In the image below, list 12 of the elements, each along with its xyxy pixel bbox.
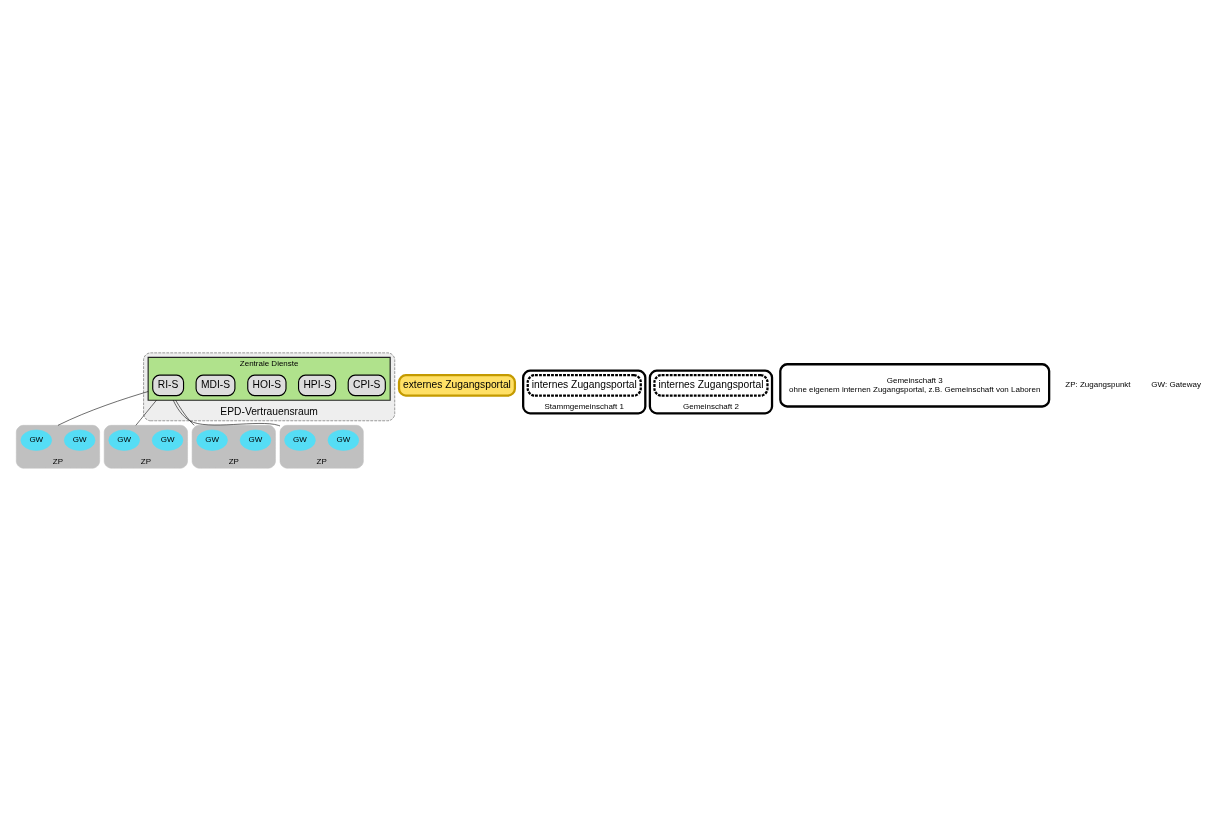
node-box: internes Zugangsportal bbox=[653, 373, 769, 397]
node-box: MDI-S bbox=[195, 374, 236, 397]
connector bbox=[172, 399, 281, 427]
node-box: CPI-S bbox=[347, 374, 386, 397]
connector bbox=[57, 391, 149, 426]
node-box: internes Zugangsportal bbox=[526, 373, 642, 397]
node-box: externes Zugangsportal bbox=[397, 373, 517, 397]
connector bbox=[175, 399, 195, 426]
node-box: HPI-S bbox=[298, 374, 337, 397]
node-box: HOI-S bbox=[247, 374, 287, 397]
node-box: RI-S bbox=[152, 374, 185, 397]
connector bbox=[135, 399, 157, 426]
